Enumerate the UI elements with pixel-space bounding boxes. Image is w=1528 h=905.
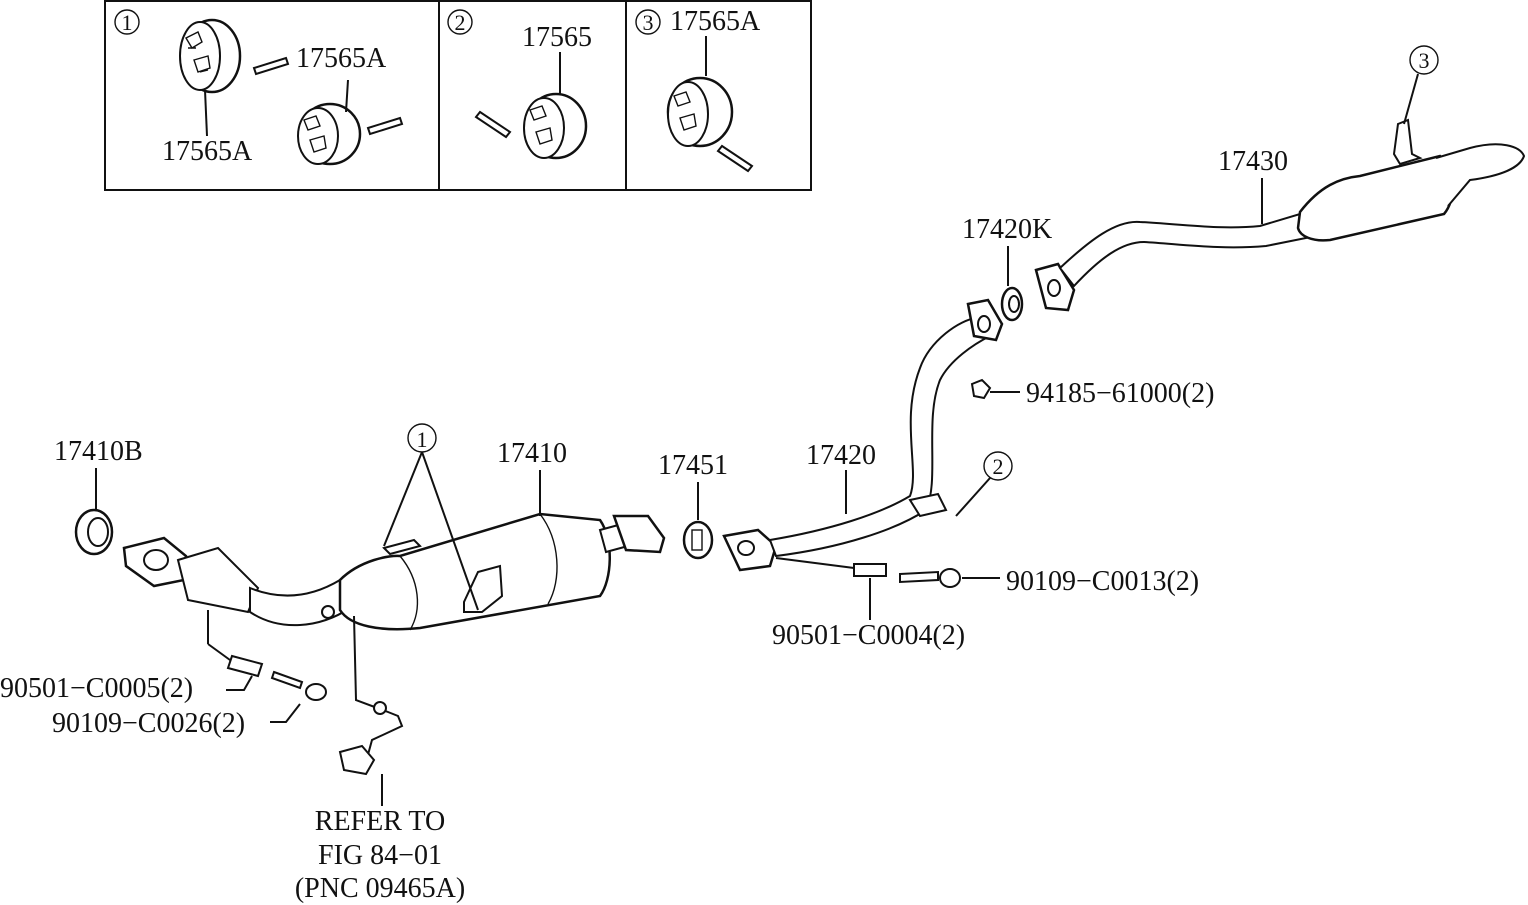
oxygen-sensor-lead — [338, 615, 404, 776]
refer-line-1: REFER TO — [315, 806, 445, 837]
rubber-hanger-icon — [297, 102, 362, 166]
part-label-17410B: 17410B — [54, 436, 143, 467]
part-label-17420K: 17420K — [962, 214, 1052, 245]
callout-1: 1 — [417, 427, 428, 452]
inset-hanger-box — [104, 0, 812, 191]
stud-90501-C0004 — [853, 563, 887, 577]
part-label-90501-C0005: 90501−C0005(2) — [0, 673, 193, 704]
refer-line-2: FIG 84−01 — [318, 840, 442, 871]
center-pipe-17420 — [722, 298, 1004, 572]
callout-3: 3 — [1419, 48, 1430, 73]
part-label-90501-C0004: 90501−C0004(2) — [772, 620, 965, 651]
part-label-17565A-panel3: 17565A — [670, 6, 761, 37]
nut-94185-61000 — [970, 378, 992, 400]
refer-line-3: (PNC 09465A) — [295, 873, 465, 904]
gasket-17420K — [1000, 286, 1024, 322]
part-label-94185-61000: 94185−61000(2) — [1026, 378, 1214, 409]
callout-2: 2 — [993, 454, 1004, 479]
part-label-17410: 17410 — [497, 438, 567, 469]
gasket-17410B — [74, 508, 114, 556]
stud-90501-C0005 — [226, 654, 264, 678]
part-label-17430: 17430 — [1218, 146, 1288, 177]
part-label-17420: 17420 — [806, 440, 876, 471]
part-label-17565A-lower: 17565A — [162, 136, 253, 167]
front-exhaust-pipe-17410 — [122, 512, 666, 631]
inset-panel-1: 1 17565A 17565A — [114, 9, 404, 167]
part-label-17565: 17565 — [522, 22, 592, 53]
inset-panel-3-number: 3 — [643, 10, 654, 35]
inset-panel-3: 3 17565A — [635, 6, 761, 173]
part-label-90109-C0013: 90109−C0013(2) — [1006, 566, 1199, 597]
rubber-hanger-icon — [523, 92, 588, 160]
inset-panel-2-number: 2 — [455, 10, 466, 35]
tail-muffler-17430 — [1034, 118, 1526, 312]
inset-panel-2: 2 17565 — [447, 9, 592, 160]
part-label-90109-C0026: 90109−C0026(2) — [52, 708, 245, 739]
gasket-17451 — [682, 520, 714, 560]
bolt-90109-C0013 — [899, 568, 961, 588]
rubber-hanger-icon — [666, 76, 734, 148]
part-label-17451: 17451 — [658, 450, 728, 481]
part-label-17565A-upper: 17565A — [296, 43, 387, 74]
rubber-hanger-icon — [179, 18, 242, 94]
bolt-90109-C0026 — [270, 670, 327, 701]
inset-panel-1-number: 1 — [122, 10, 133, 35]
